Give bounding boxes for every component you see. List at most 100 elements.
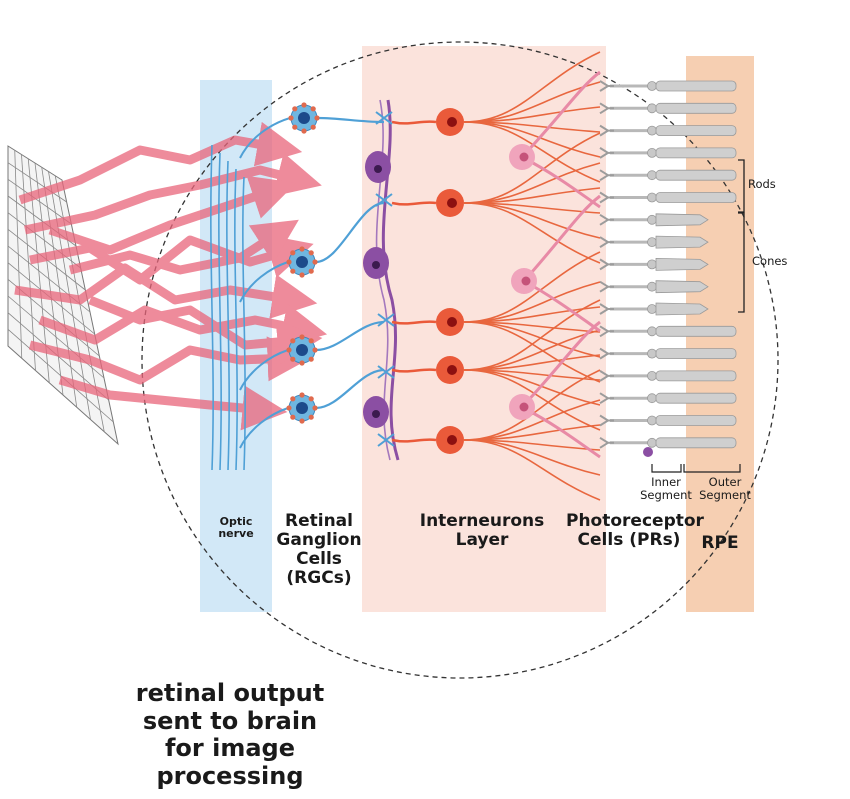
rgc-synapse-dot [290,250,296,256]
rgc-synapse-dot [312,405,318,411]
horizontal-process [520,320,601,409]
interneurons-label-line1: Interneurons [419,511,545,531]
rgc-synapse-dot [308,414,314,420]
rgc-axon [239,261,289,303]
rgc-label-line3: Cells [296,549,342,570]
optic-nerve-fibers [210,144,246,471]
bipolar-axon [391,368,437,373]
photoreceptor-body [647,370,657,381]
photoreceptor-body [647,125,657,136]
rgc-dendrite [317,116,385,124]
rgc-synapse-dot [290,396,296,402]
rod-outer-segment [655,147,737,159]
rgc-label: Retinal Ganglion Cells (RGCs) [276,511,362,588]
optic-fiber [218,152,222,471]
bipolar-dendrite [463,299,601,371]
light-rays [14,121,328,431]
light-ray [48,175,297,255]
light-ray [14,263,318,319]
bipolar-dendrite [463,51,601,123]
bipolar-dendrite [463,121,601,183]
caption-line2: sent to brain [142,706,318,735]
rgc-synapse-dot [299,360,305,366]
rod-outer-segment [655,415,737,426]
amacrine-process [381,99,400,461]
segment-brackets [651,464,741,473]
rgc-synapse-dot [308,250,314,256]
cone-outer-segment [655,257,709,271]
light-ray [18,121,303,205]
photoreceptor-terminal [599,436,614,449]
photoreceptor-body [647,147,657,158]
rod-outer-segment [655,102,737,114]
rgc-synapse-dot [308,338,314,344]
rgc-synapse-dot [299,272,305,278]
photoreceptor-body [647,393,657,404]
photoreceptor-cells [599,80,737,457]
rod-outer-segment [655,192,737,203]
rgc-synapse-dot [286,347,292,353]
photoreceptor-body [647,237,657,248]
rgc-synapse-dot [288,115,294,121]
grid-line [7,179,72,225]
rgc-axon [239,349,289,391]
ganglion-cells [239,102,385,449]
photoreceptor-terminal [599,258,614,271]
rods-label: Rods [748,177,776,191]
photoreceptor-terminal [599,169,614,182]
bipolar-axon [391,120,437,125]
rpe-label: RPE [701,533,739,553]
horizontal-nucleus [519,152,529,162]
photoreceptor-body [647,103,657,114]
cone-outer-segment [655,302,709,316]
photoreceptor-terminal [599,191,614,204]
bipolar-nucleus [447,317,457,327]
photoreceptor-terminal [599,280,614,293]
interneurons-label: Interneurons Layer [412,511,552,550]
caption-line3: for image [164,734,295,763]
cones-bracket [738,212,745,313]
optic-nerve-label-line1: Optic [219,515,253,528]
bipolar-nucleus [447,198,457,208]
rgc-synapse-dot [286,259,292,265]
amacrine-nucleus [372,261,380,269]
optic-fiber [210,144,214,471]
photoreceptor-body [647,281,657,292]
rgc-axon [239,117,291,159]
amacrine-nucleus [372,410,380,418]
rgc-synapse-dot [314,115,320,121]
rgc-nucleus [296,256,308,268]
light-ray [24,152,322,235]
photoreceptor-body [647,214,657,225]
photoreceptor-terminal [599,392,614,405]
photoreceptor-body [647,437,657,448]
bipolar-dendrite [463,439,601,501]
rgc-synapse-dot [312,347,318,353]
bipolar-nucleus [447,117,457,127]
rgc-synapse-dot [308,356,314,362]
rgc-synapse-dot [310,106,316,112]
horizontal-nucleus [521,276,531,286]
bipolar-axon [391,438,437,443]
rgc-dendrite [315,320,385,352]
outer-segment-line2: Segment [699,487,751,502]
photoreceptor-label: Photoreceptor Cells (PRs) [566,511,704,550]
optic-fiber [234,168,238,471]
rod-outer-segment [655,370,737,382]
photoreceptor-body [647,192,657,203]
cone-outer-segment [655,280,709,294]
rod-outer-segment [655,437,737,449]
photoreceptor-terminal [599,147,614,159]
rgc-synapse-dot [290,414,296,420]
cone-outer-segment [655,213,709,227]
optic-nerve-label-line2: nerve [218,527,254,541]
rgc-dendrite [315,368,385,410]
bipolar-dendrite [463,202,601,264]
cone-outer-segment [655,235,709,249]
horizontal-process [522,194,601,283]
outer-segment-label: Outer Segment [690,476,760,502]
rod-outer-segment [655,392,737,404]
rgc-synapse-dot [301,128,307,134]
